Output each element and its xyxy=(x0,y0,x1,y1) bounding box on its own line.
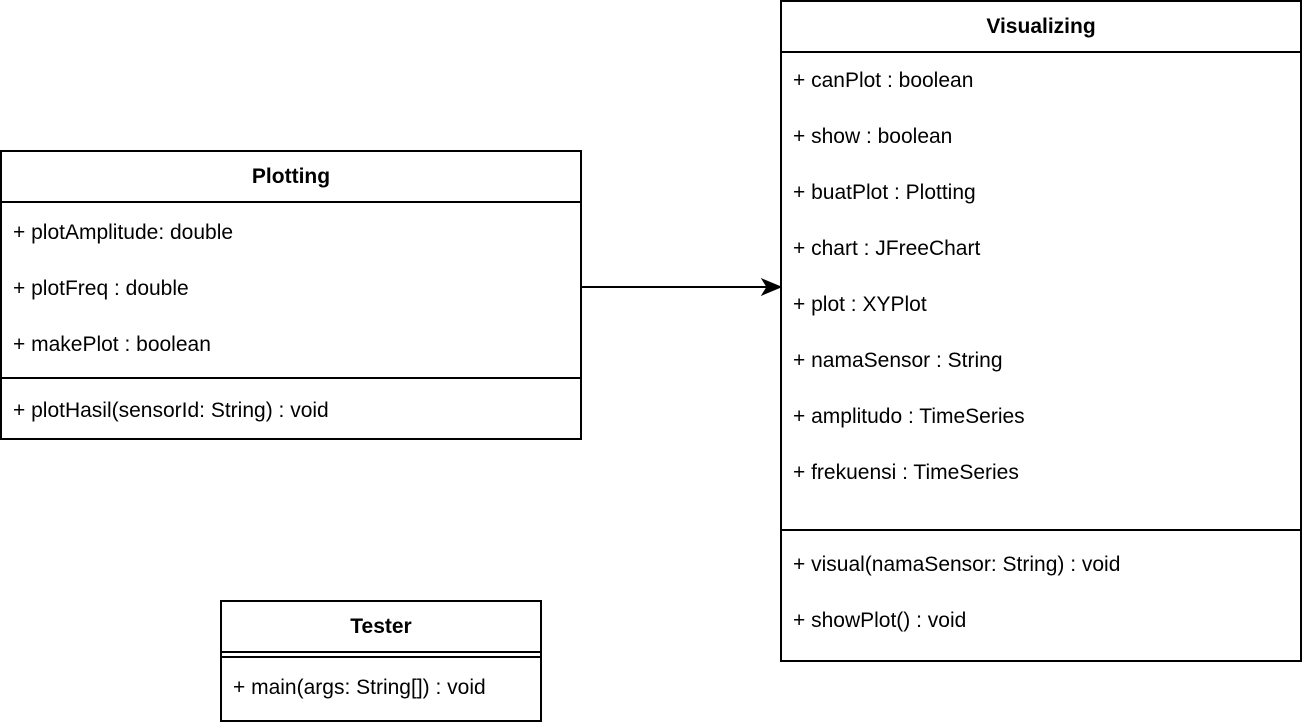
class-plotting-name: Plotting xyxy=(2,152,580,203)
class-tester[interactable]: Tester + main(args: String[]) : void xyxy=(220,600,542,722)
attribute-item: + makePlot : boolean xyxy=(13,333,211,356)
attribute-item: + show : boolean xyxy=(793,125,953,148)
attribute-item: + plotFreq : double xyxy=(13,277,189,300)
class-tester-empty-attributes xyxy=(222,653,540,658)
class-plotting-attributes: + plotAmplitude: double + plotFreq : dou… xyxy=(2,203,580,379)
attribute-item: + amplitudo : TimeSeries xyxy=(793,405,1025,428)
attribute-item: + plot : XYPlot xyxy=(793,293,927,316)
attribute-item: + namaSensor : String xyxy=(793,349,1003,372)
attribute-item: + plotAmplitude: double xyxy=(13,221,234,244)
class-plotting[interactable]: Plotting + plotAmplitude: double + plotF… xyxy=(0,150,582,440)
class-visualizing-name: Visualizing xyxy=(782,2,1300,53)
attribute-item: + frekuensi : TimeSeries xyxy=(793,461,1019,484)
attribute-item: + canPlot : boolean xyxy=(793,69,974,92)
class-visualizing-methods: + visual(namaSensor: String) : void + sh… xyxy=(782,531,1300,649)
attribute-item: + buatPlot : Plotting xyxy=(793,181,976,204)
method-item: + plotHasil(sensorId: String) : void xyxy=(13,399,329,422)
class-visualizing-attributes: + canPlot : boolean + show : boolean + b… xyxy=(782,53,1300,531)
class-tester-name: Tester xyxy=(222,602,540,653)
method-item: + visual(namaSensor: String) : void xyxy=(793,553,1121,576)
arrowhead-icon xyxy=(760,277,783,297)
method-item: + main(args: String[]) : void xyxy=(233,676,486,699)
class-visualizing[interactable]: Visualizing + canPlot : boolean + show :… xyxy=(780,0,1302,662)
method-item: + showPlot() : void xyxy=(793,609,967,632)
attribute-item: + chart : JFreeChart xyxy=(793,237,981,260)
class-plotting-methods: + plotHasil(sensorId: String) : void xyxy=(2,379,580,439)
class-tester-methods: + main(args: String[]) : void xyxy=(222,658,540,714)
